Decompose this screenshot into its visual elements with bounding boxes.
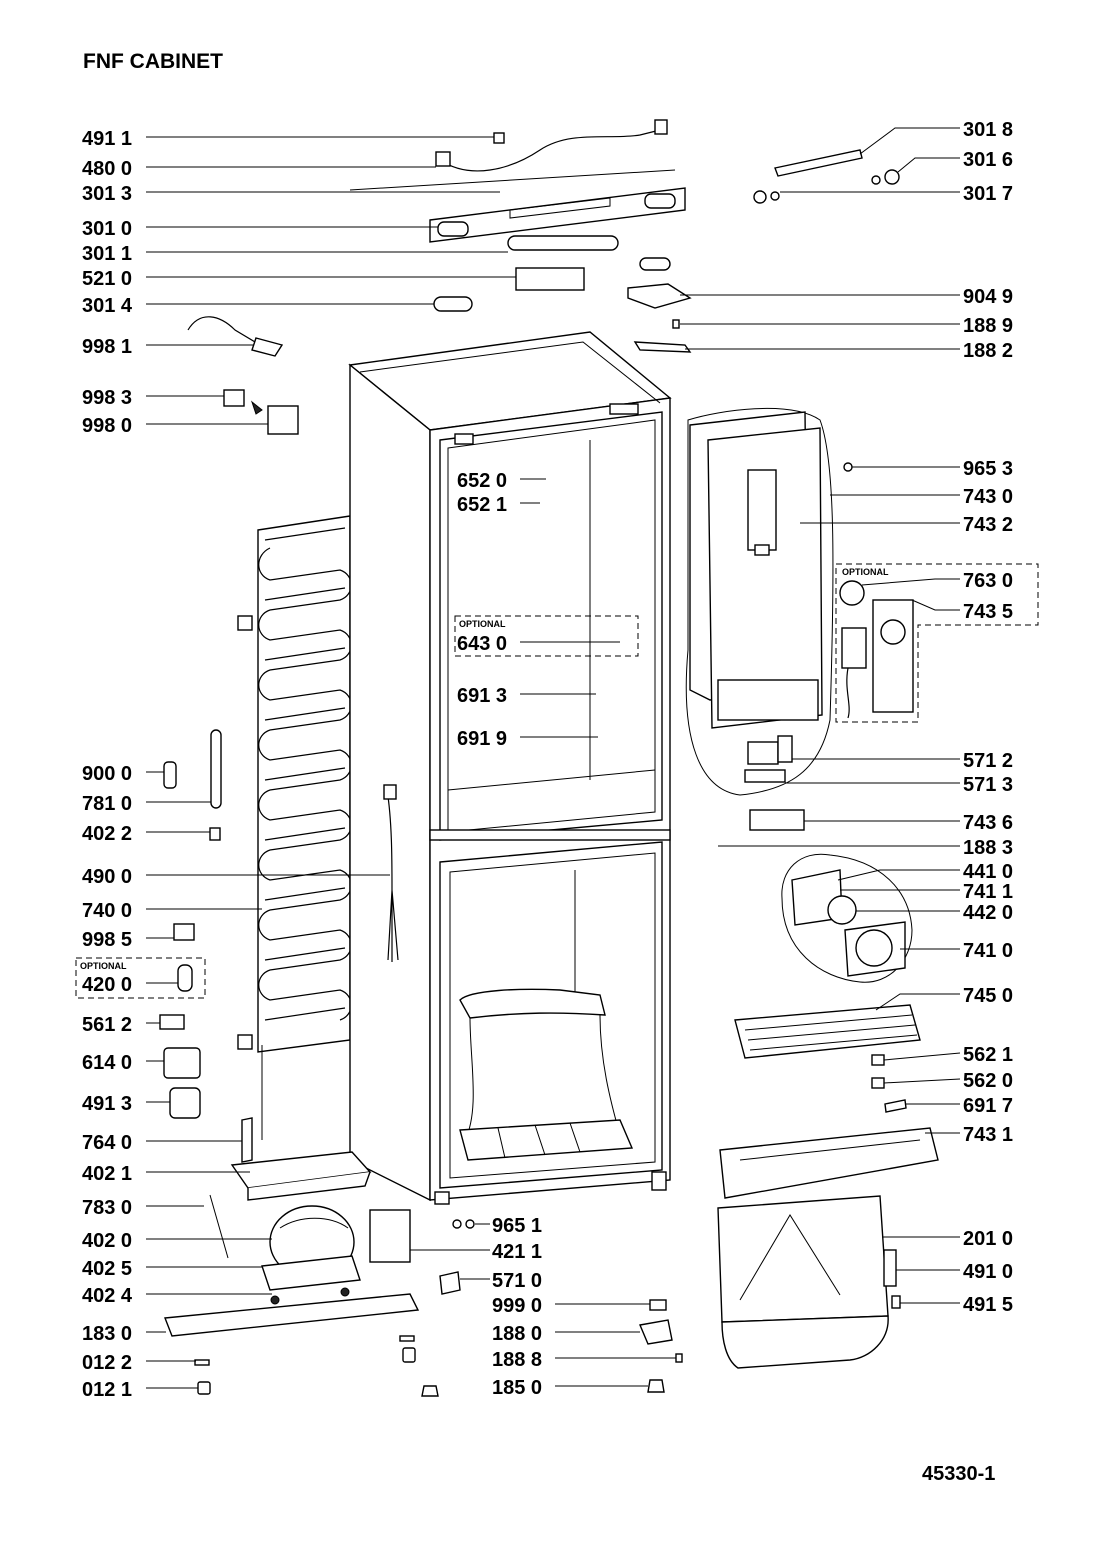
compressor-drawing	[164, 1151, 475, 1397]
part-label: 188 2	[963, 340, 1013, 362]
part-label: 741 1	[963, 881, 1013, 903]
part-label: 188 8	[492, 1349, 542, 1371]
evaporator-cover-drawing	[685, 407, 853, 831]
part-label: 998 1	[82, 336, 132, 358]
fan-assembly-drawing	[781, 853, 913, 983]
part-label: 301 7	[963, 183, 1013, 205]
part-label: 185 0	[492, 1377, 542, 1399]
hinge-feet-drawing	[639, 1299, 683, 1393]
part-label: 402 1	[82, 1163, 132, 1185]
part-label: 740 0	[82, 900, 132, 922]
right-top-parts-drawing	[627, 149, 900, 353]
right-callouts: 301 8 301 6 301 7 904 9 188 9 188 2 965 …	[680, 119, 1013, 1316]
optional-box-763: OPTIONAL	[835, 563, 1039, 723]
part-label: 402 0	[82, 1230, 132, 1252]
drain-tray-drawing	[717, 1127, 939, 1369]
part-label: 402 5	[82, 1258, 132, 1280]
part-label: 301 3	[82, 183, 132, 205]
lamp-optional-drawing	[839, 580, 914, 719]
center-callouts: 652 0 652 1 643 0 691 3 691 9 965 1 421 …	[410, 470, 676, 1399]
part-label: 783 0	[82, 1197, 132, 1219]
part-label: 188 3	[963, 837, 1013, 859]
evaporator-coil-drawing	[734, 1004, 921, 1113]
part-label: 998 3	[82, 387, 132, 409]
part-label: 652 1	[457, 494, 507, 516]
part-label: 491 1	[82, 128, 132, 150]
part-label: 691 3	[457, 685, 507, 707]
part-label: 441 0	[963, 861, 1013, 883]
part-label: 301 1	[82, 243, 132, 265]
part-label: 490 0	[82, 866, 132, 888]
part-label: 743 5	[963, 601, 1013, 623]
part-label: 301 8	[963, 119, 1013, 141]
part-label: 652 0	[457, 470, 507, 492]
part-label: 743 1	[963, 1124, 1013, 1146]
part-label: 562 1	[963, 1044, 1013, 1066]
part-label: 562 0	[963, 1070, 1013, 1092]
part-label: 301 6	[963, 149, 1013, 171]
part-label: 012 2	[82, 1352, 132, 1374]
part-label: 571 3	[963, 774, 1013, 796]
part-label: 561 2	[82, 1014, 132, 1036]
part-label: 743 2	[963, 514, 1013, 536]
optional-caption: OPTIONAL	[842, 567, 889, 577]
part-label: 999 0	[492, 1295, 542, 1317]
left-callouts: 491 1 480 0 301 3 301 0 301 1 521 0 301 …	[82, 128, 516, 1401]
part-label: 521 0	[82, 268, 132, 290]
part-label: 491 0	[963, 1261, 1013, 1283]
part-label: 421 1	[492, 1241, 542, 1263]
part-label: 301 4	[82, 295, 133, 317]
part-label: 764 0	[82, 1132, 132, 1154]
left-small-parts-drawing	[159, 316, 399, 1163]
part-label: 301 0	[82, 218, 132, 240]
optional-caption: OPTIONAL	[80, 961, 127, 971]
part-label: 571 2	[963, 750, 1013, 772]
part-label: 904 9	[963, 286, 1013, 308]
part-label: 691 7	[963, 1095, 1013, 1117]
page-title: FNF CABINET	[83, 50, 223, 73]
condenser-coil-drawing	[237, 515, 352, 1145]
part-label: 402 4	[82, 1285, 133, 1307]
cabinet-drawing	[348, 331, 672, 1205]
part-label: 743 6	[963, 812, 1013, 834]
part-label: 781 0	[82, 793, 132, 815]
part-label: 900 0	[82, 763, 132, 785]
part-label: 998 5	[82, 929, 132, 951]
part-label: 420 0	[82, 974, 132, 996]
part-label: 614 0	[82, 1052, 132, 1074]
part-label: 965 1	[492, 1215, 542, 1237]
part-label: 643 0	[457, 633, 507, 655]
part-label: 183 0	[82, 1323, 132, 1345]
part-label: 188 9	[963, 315, 1013, 337]
document-number: 45330-1	[922, 1463, 996, 1485]
part-label: 201 0	[963, 1228, 1013, 1250]
part-label: 998 0	[82, 415, 132, 437]
part-label: 480 0	[82, 158, 132, 180]
part-label: 491 3	[82, 1093, 132, 1115]
part-label: 745 0	[963, 985, 1013, 1007]
part-label: 571 0	[492, 1270, 542, 1292]
part-label: 442 0	[963, 902, 1013, 924]
part-label: 402 2	[82, 823, 132, 845]
top-panel-drawing	[349, 119, 686, 312]
part-label: 491 5	[963, 1294, 1013, 1316]
optional-box-643: OPTIONAL	[454, 615, 639, 657]
part-label: 188 0	[492, 1323, 542, 1345]
optional-caption: OPTIONAL	[459, 619, 506, 629]
optional-box-420: OPTIONAL	[75, 957, 206, 999]
part-label: 763 0	[963, 570, 1013, 592]
part-label: 741 0	[963, 940, 1013, 962]
part-label: 965 3	[963, 458, 1013, 480]
part-label: 743 0	[963, 486, 1013, 508]
part-label: 012 1	[82, 1379, 132, 1401]
part-label: 691 9	[457, 728, 507, 750]
